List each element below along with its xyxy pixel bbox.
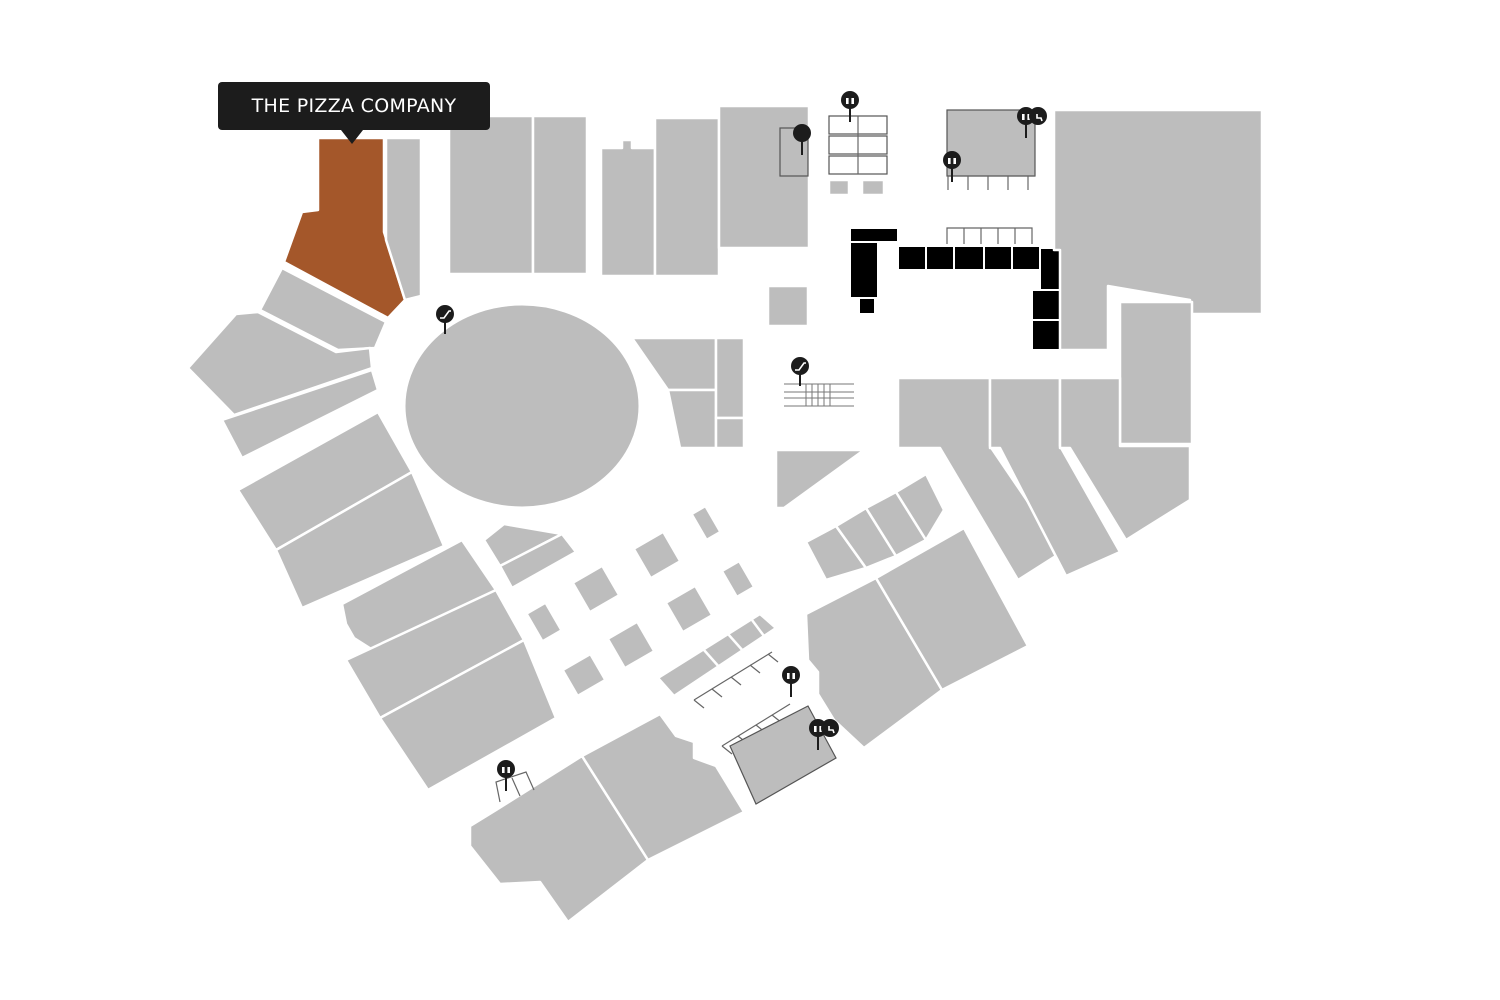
- top-row-stores: [447, 104, 811, 278]
- restroom-icon[interactable]: [497, 760, 515, 791]
- store-unit[interactable]: [531, 114, 589, 276]
- tooltip-pointer: [341, 130, 363, 144]
- dark-unit[interactable]: [1011, 245, 1041, 271]
- store-unit[interactable]: [220, 368, 380, 460]
- restroom-block-top: [827, 115, 888, 197]
- kiosk[interactable]: [690, 504, 722, 542]
- parking-bays-bottom-left: [495, 771, 535, 803]
- store-unit[interactable]: [714, 336, 746, 420]
- kiosk[interactable]: [664, 584, 714, 634]
- accessible-restroom-icon[interactable]: [1029, 107, 1047, 125]
- escalator-icon[interactable]: [791, 357, 809, 386]
- kiosk[interactable]: [606, 620, 656, 670]
- store-unit[interactable]: [498, 532, 578, 590]
- store-name-tooltip[interactable]: THE PIZZA COMPANY: [218, 82, 490, 130]
- store-unit[interactable]: [766, 284, 810, 328]
- kiosk[interactable]: [720, 559, 756, 599]
- tooltip-store-name: THE PIZZA COMPANY: [251, 95, 457, 117]
- kiosk[interactable]: [525, 601, 563, 643]
- anchor-store-right[interactable]: [1052, 108, 1264, 352]
- accessible-restroom-icon[interactable]: [821, 719, 839, 737]
- store-unit[interactable]: [714, 416, 746, 450]
- store-unit[interactable]: [774, 448, 866, 510]
- dark-unit[interactable]: [897, 245, 927, 271]
- dark-unit[interactable]: [953, 245, 985, 271]
- store-the-pizza-company[interactable]: [282, 136, 407, 320]
- escalator-icon[interactable]: [436, 305, 454, 334]
- restroom-icon[interactable]: [841, 91, 859, 122]
- dark-unit[interactable]: [858, 297, 876, 315]
- kiosk[interactable]: [632, 530, 682, 580]
- parking-bays-mid: [946, 227, 1033, 244]
- store-unit[interactable]: [1118, 300, 1194, 446]
- store-unit[interactable]: [580, 712, 746, 862]
- store-unit[interactable]: [630, 336, 718, 392]
- dark-unit[interactable]: [1031, 319, 1061, 351]
- store-unit[interactable]: [468, 754, 650, 924]
- restroom-icon[interactable]: [943, 151, 961, 182]
- dark-units: [849, 227, 1061, 351]
- dark-unit[interactable]: [849, 227, 899, 243]
- dark-unit[interactable]: [1031, 289, 1061, 321]
- store-unit[interactable]: [894, 472, 946, 542]
- kiosk[interactable]: [561, 652, 607, 698]
- parking-bays-top: [947, 175, 1035, 190]
- kiosk-strip[interactable]: [656, 612, 778, 698]
- kiosk[interactable]: [571, 564, 621, 614]
- store-unit[interactable]: [599, 138, 657, 278]
- restroom-icon[interactable]: [782, 666, 800, 697]
- store-unit[interactable]: [666, 388, 718, 450]
- store-unit[interactable]: [447, 114, 535, 276]
- store-unit[interactable]: [653, 116, 721, 278]
- dark-unit[interactable]: [983, 245, 1013, 271]
- dark-unit[interactable]: [1039, 247, 1061, 291]
- dark-unit[interactable]: [849, 241, 879, 299]
- restroom-area-top-right: [946, 109, 1036, 177]
- store-unit[interactable]: [874, 526, 1030, 692]
- dark-unit[interactable]: [925, 245, 955, 271]
- store-unit[interactable]: [378, 638, 558, 792]
- store-unit[interactable]: [384, 136, 423, 302]
- store-unit[interactable]: [274, 470, 446, 610]
- baby-care-icon[interactable]: [793, 124, 811, 155]
- store-unit[interactable]: [1058, 376, 1192, 542]
- central-plaza: [402, 302, 642, 510]
- stairs: [784, 383, 854, 407]
- store-unit[interactable]: [186, 310, 374, 417]
